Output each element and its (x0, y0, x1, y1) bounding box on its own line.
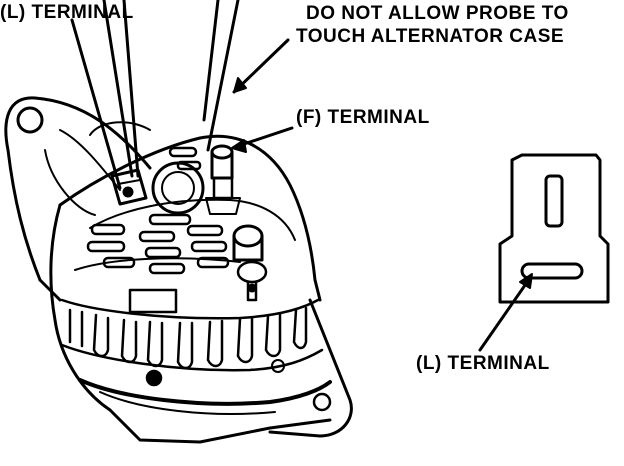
label-plate (128, 288, 178, 314)
f-terminal-post (205, 144, 241, 215)
connector-upper-slot (544, 174, 564, 228)
l-terminal-connector-label: (L) TERMINAL (416, 353, 550, 374)
alternator-housing (49, 134, 332, 444)
l-probe-wire-2 (102, 0, 134, 178)
f-terminal-label: (F) TERMINAL (296, 107, 430, 128)
l-terminal-block (110, 168, 148, 206)
battery-terminal-stud (232, 224, 268, 302)
warning-label-line1: DO NOT ALLOW PROBE TO (306, 3, 569, 24)
rear-boss (128, 161, 205, 314)
l-probe-wire-3 (122, 0, 140, 178)
l-probe-wire-1 (70, 18, 122, 190)
f-probe-rod-edge (202, 0, 220, 122)
l-terminal-connector-detail (498, 153, 610, 304)
bracket-bolt-hole (16, 106, 44, 134)
leader-lines (231, 38, 533, 352)
f-probe-rod (206, 0, 240, 152)
stator-fins (60, 298, 332, 415)
connector-l-slot (520, 262, 584, 280)
warning-label-line2: TOUCH ALTERNATOR CASE (296, 26, 565, 47)
ear-bolt-hole (312, 392, 332, 412)
cooling-slots (86, 146, 230, 275)
through-bolt (145, 369, 163, 387)
front-mounting-ear (268, 298, 353, 438)
l-terminal-top-label: (L) TERMINAL (0, 2, 134, 23)
test-probes (70, 0, 240, 190)
